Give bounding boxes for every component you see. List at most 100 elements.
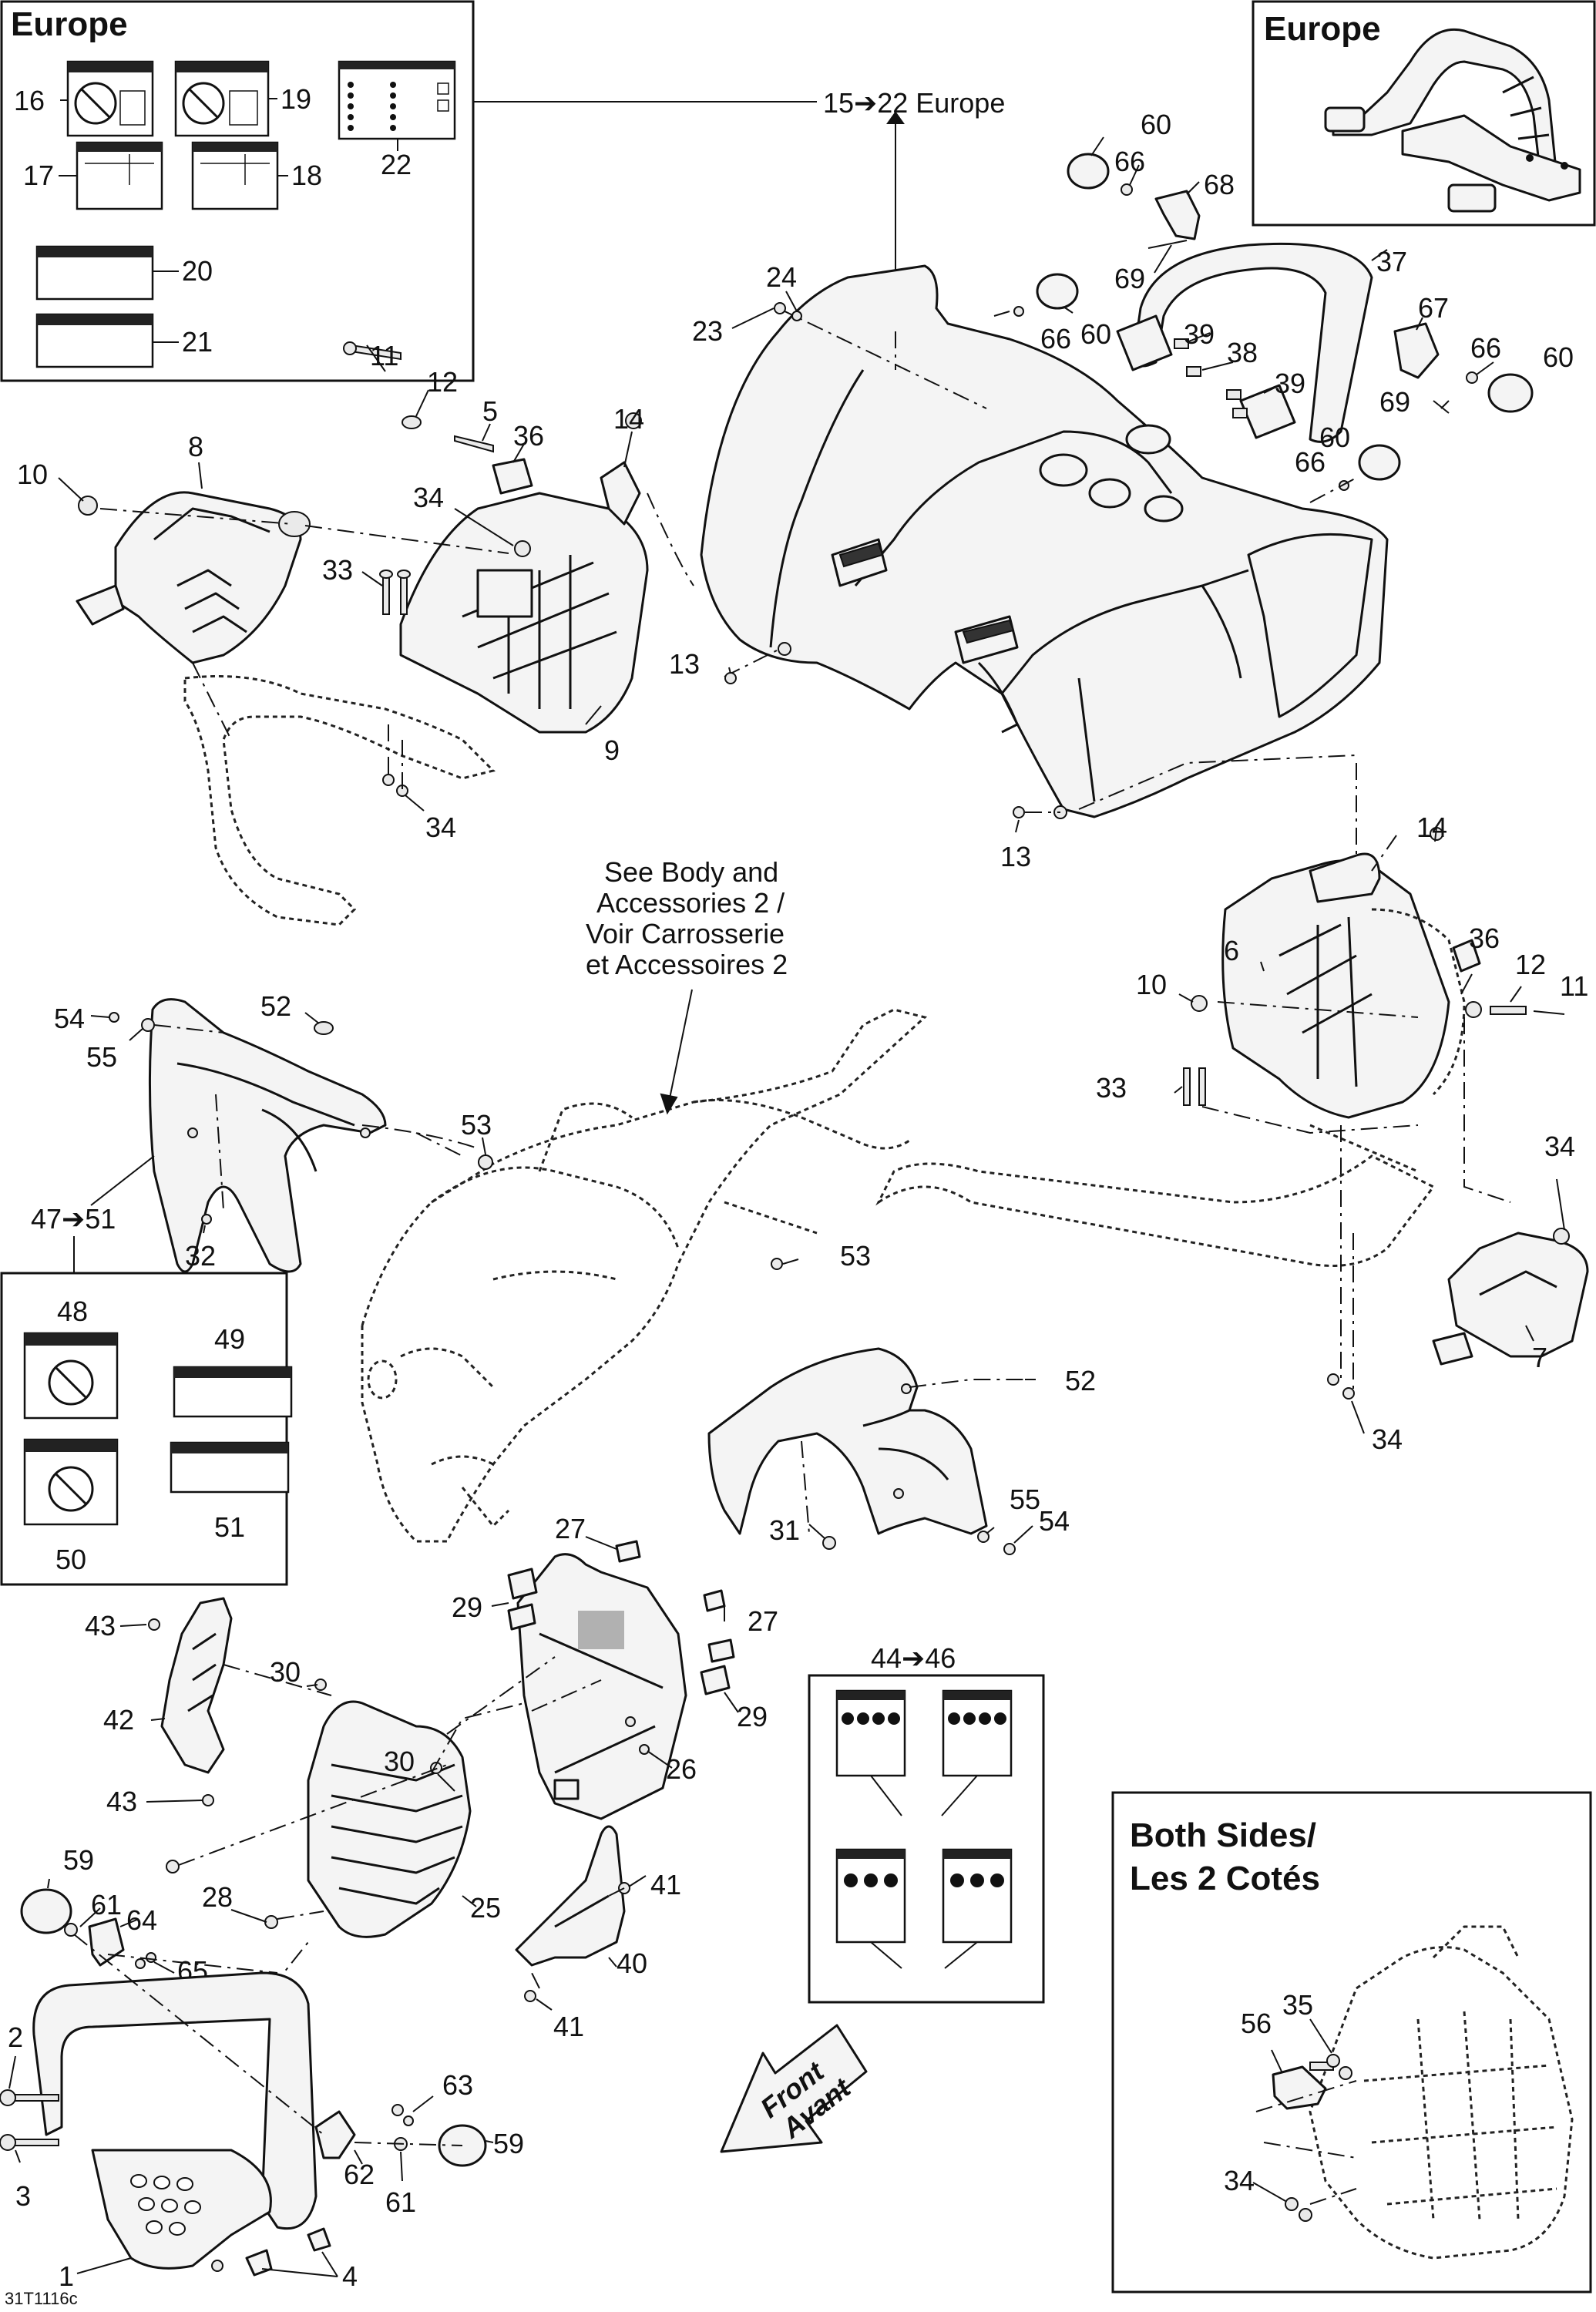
decal-49	[173, 1366, 293, 1418]
callout-50: 50	[55, 1544, 86, 1575]
callout-51: 51	[214, 1511, 245, 1543]
drawing-code: 31T1116c	[5, 2289, 78, 2308]
parts-top-right	[993, 153, 1534, 503]
callout-54b: 54	[1039, 1505, 1070, 1537]
callout-26: 26	[666, 1753, 697, 1785]
callout-52b: 52	[1065, 1365, 1096, 1396]
front-left-fender	[109, 998, 783, 1273]
callout-67: 67	[1418, 292, 1449, 324]
decal-45b	[942, 1689, 1013, 1777]
callout-7: 7	[1532, 1342, 1547, 1373]
see-body-note-2: Accessories 2 /	[596, 887, 785, 919]
callout-25: 25	[470, 1892, 501, 1924]
decal-19	[174, 60, 270, 137]
callout-29b: 29	[737, 1701, 768, 1732]
callout-24: 24	[766, 261, 797, 293]
callout-30a: 30	[270, 1656, 301, 1688]
callout-13b: 13	[1000, 841, 1031, 872]
front-bumper-1	[32, 1971, 318, 2230]
callout-66d: 66	[1295, 446, 1326, 478]
callout-4: 4	[342, 2260, 358, 2292]
callout-5: 5	[482, 395, 498, 427]
bracket-67	[1393, 322, 1440, 379]
callout-8: 8	[188, 431, 203, 462]
plug-60a	[1067, 153, 1110, 190]
callout-23: 23	[692, 315, 723, 347]
both-sides-box: Both Sides/ Les 2 Cotés	[1111, 1791, 1592, 2294]
callout-35: 35	[1282, 1989, 1313, 2021]
callout-53a: 53	[461, 1109, 492, 1141]
footrest-bracket-7	[1447, 1232, 1589, 1358]
rear-body-fender	[700, 264, 1389, 819]
callout-61a: 61	[91, 1889, 122, 1921]
callout-66b: 66	[1040, 323, 1071, 355]
callout-14b: 14	[1416, 812, 1447, 843]
callout-27b: 27	[748, 1605, 778, 1637]
callout-36b: 36	[1469, 922, 1500, 954]
plug-60b	[1036, 273, 1079, 310]
decal-48	[23, 1332, 119, 1420]
callout-64: 64	[126, 1904, 157, 1936]
decal-22	[338, 60, 456, 140]
callout-39a: 39	[1184, 318, 1215, 350]
callout-34a: 34	[413, 482, 444, 513]
decal-50	[23, 1438, 119, 1526]
callout-33b: 33	[1096, 1072, 1127, 1104]
callout-38: 38	[1227, 337, 1258, 368]
callout-22: 22	[381, 149, 412, 180]
callout-40: 40	[617, 1947, 647, 1979]
europe-labels-box: Europe	[0, 0, 475, 382]
europe-bar-box: Europe	[1252, 0, 1596, 227]
callout-14a: 14	[613, 403, 644, 435]
callout-41b: 41	[553, 2011, 584, 2042]
see-body-note-1: See Body and	[604, 856, 778, 888]
center-frame-ghost	[361, 1008, 928, 1543]
left-footrest-area	[76, 341, 649, 926]
decal-51	[170, 1441, 290, 1494]
callout-27a: 27	[555, 1513, 586, 1544]
callout-69a: 69	[1114, 263, 1145, 294]
decal-46b	[942, 1848, 1013, 1944]
callout-30b: 30	[384, 1746, 415, 1777]
callout-2: 2	[8, 2021, 23, 2053]
decal-46a	[835, 1848, 906, 1944]
callout-54a: 54	[54, 1003, 85, 1034]
front-body-parts	[148, 1540, 735, 2002]
callout-21: 21	[182, 326, 213, 358]
callout-52a: 52	[260, 990, 291, 1022]
bracket-56	[1272, 2065, 1327, 2110]
callout-33a: 33	[322, 554, 353, 586]
callout-12a: 12	[427, 366, 458, 398]
callout-63: 63	[442, 2069, 473, 2101]
callout-60a: 60	[1141, 109, 1171, 140]
callout-34d: 34	[1372, 1423, 1403, 1455]
callout-34e: 34	[1224, 2165, 1255, 2196]
callout-9: 9	[604, 734, 620, 766]
callout-56: 56	[1241, 2008, 1272, 2039]
callout-59a: 59	[63, 1844, 94, 1876]
callout-55a: 55	[86, 1041, 117, 1073]
plug-60d	[1358, 444, 1401, 481]
callout-1: 1	[59, 2260, 74, 2292]
front-right-fender	[707, 1347, 1025, 1555]
side-panel-42	[160, 1597, 233, 1774]
decal-16	[66, 60, 154, 137]
callout-43b: 43	[106, 1786, 137, 1817]
decal-17	[76, 141, 163, 210]
callout-60d: 60	[1319, 422, 1350, 453]
footrest-6	[1221, 859, 1450, 1119]
callout-49: 49	[214, 1323, 245, 1355]
callout-59b: 59	[493, 2128, 524, 2159]
plug-60c	[1487, 373, 1534, 413]
decal-21	[35, 313, 154, 368]
callout-17: 17	[23, 160, 54, 191]
callout-43a: 43	[85, 1610, 116, 1642]
callout-39b: 39	[1275, 368, 1305, 399]
callout-69b: 69	[1379, 386, 1410, 418]
bracket-68	[1154, 190, 1201, 240]
see-body-note-4: et Accessoires 2	[586, 949, 788, 980]
callout-55b: 55	[1010, 1484, 1040, 1515]
callout-44: 44➔46	[871, 1642, 956, 1674]
callout-66a: 66	[1114, 146, 1145, 177]
both-sides-title-2: Les 2 Cotés	[1130, 1860, 1320, 1897]
